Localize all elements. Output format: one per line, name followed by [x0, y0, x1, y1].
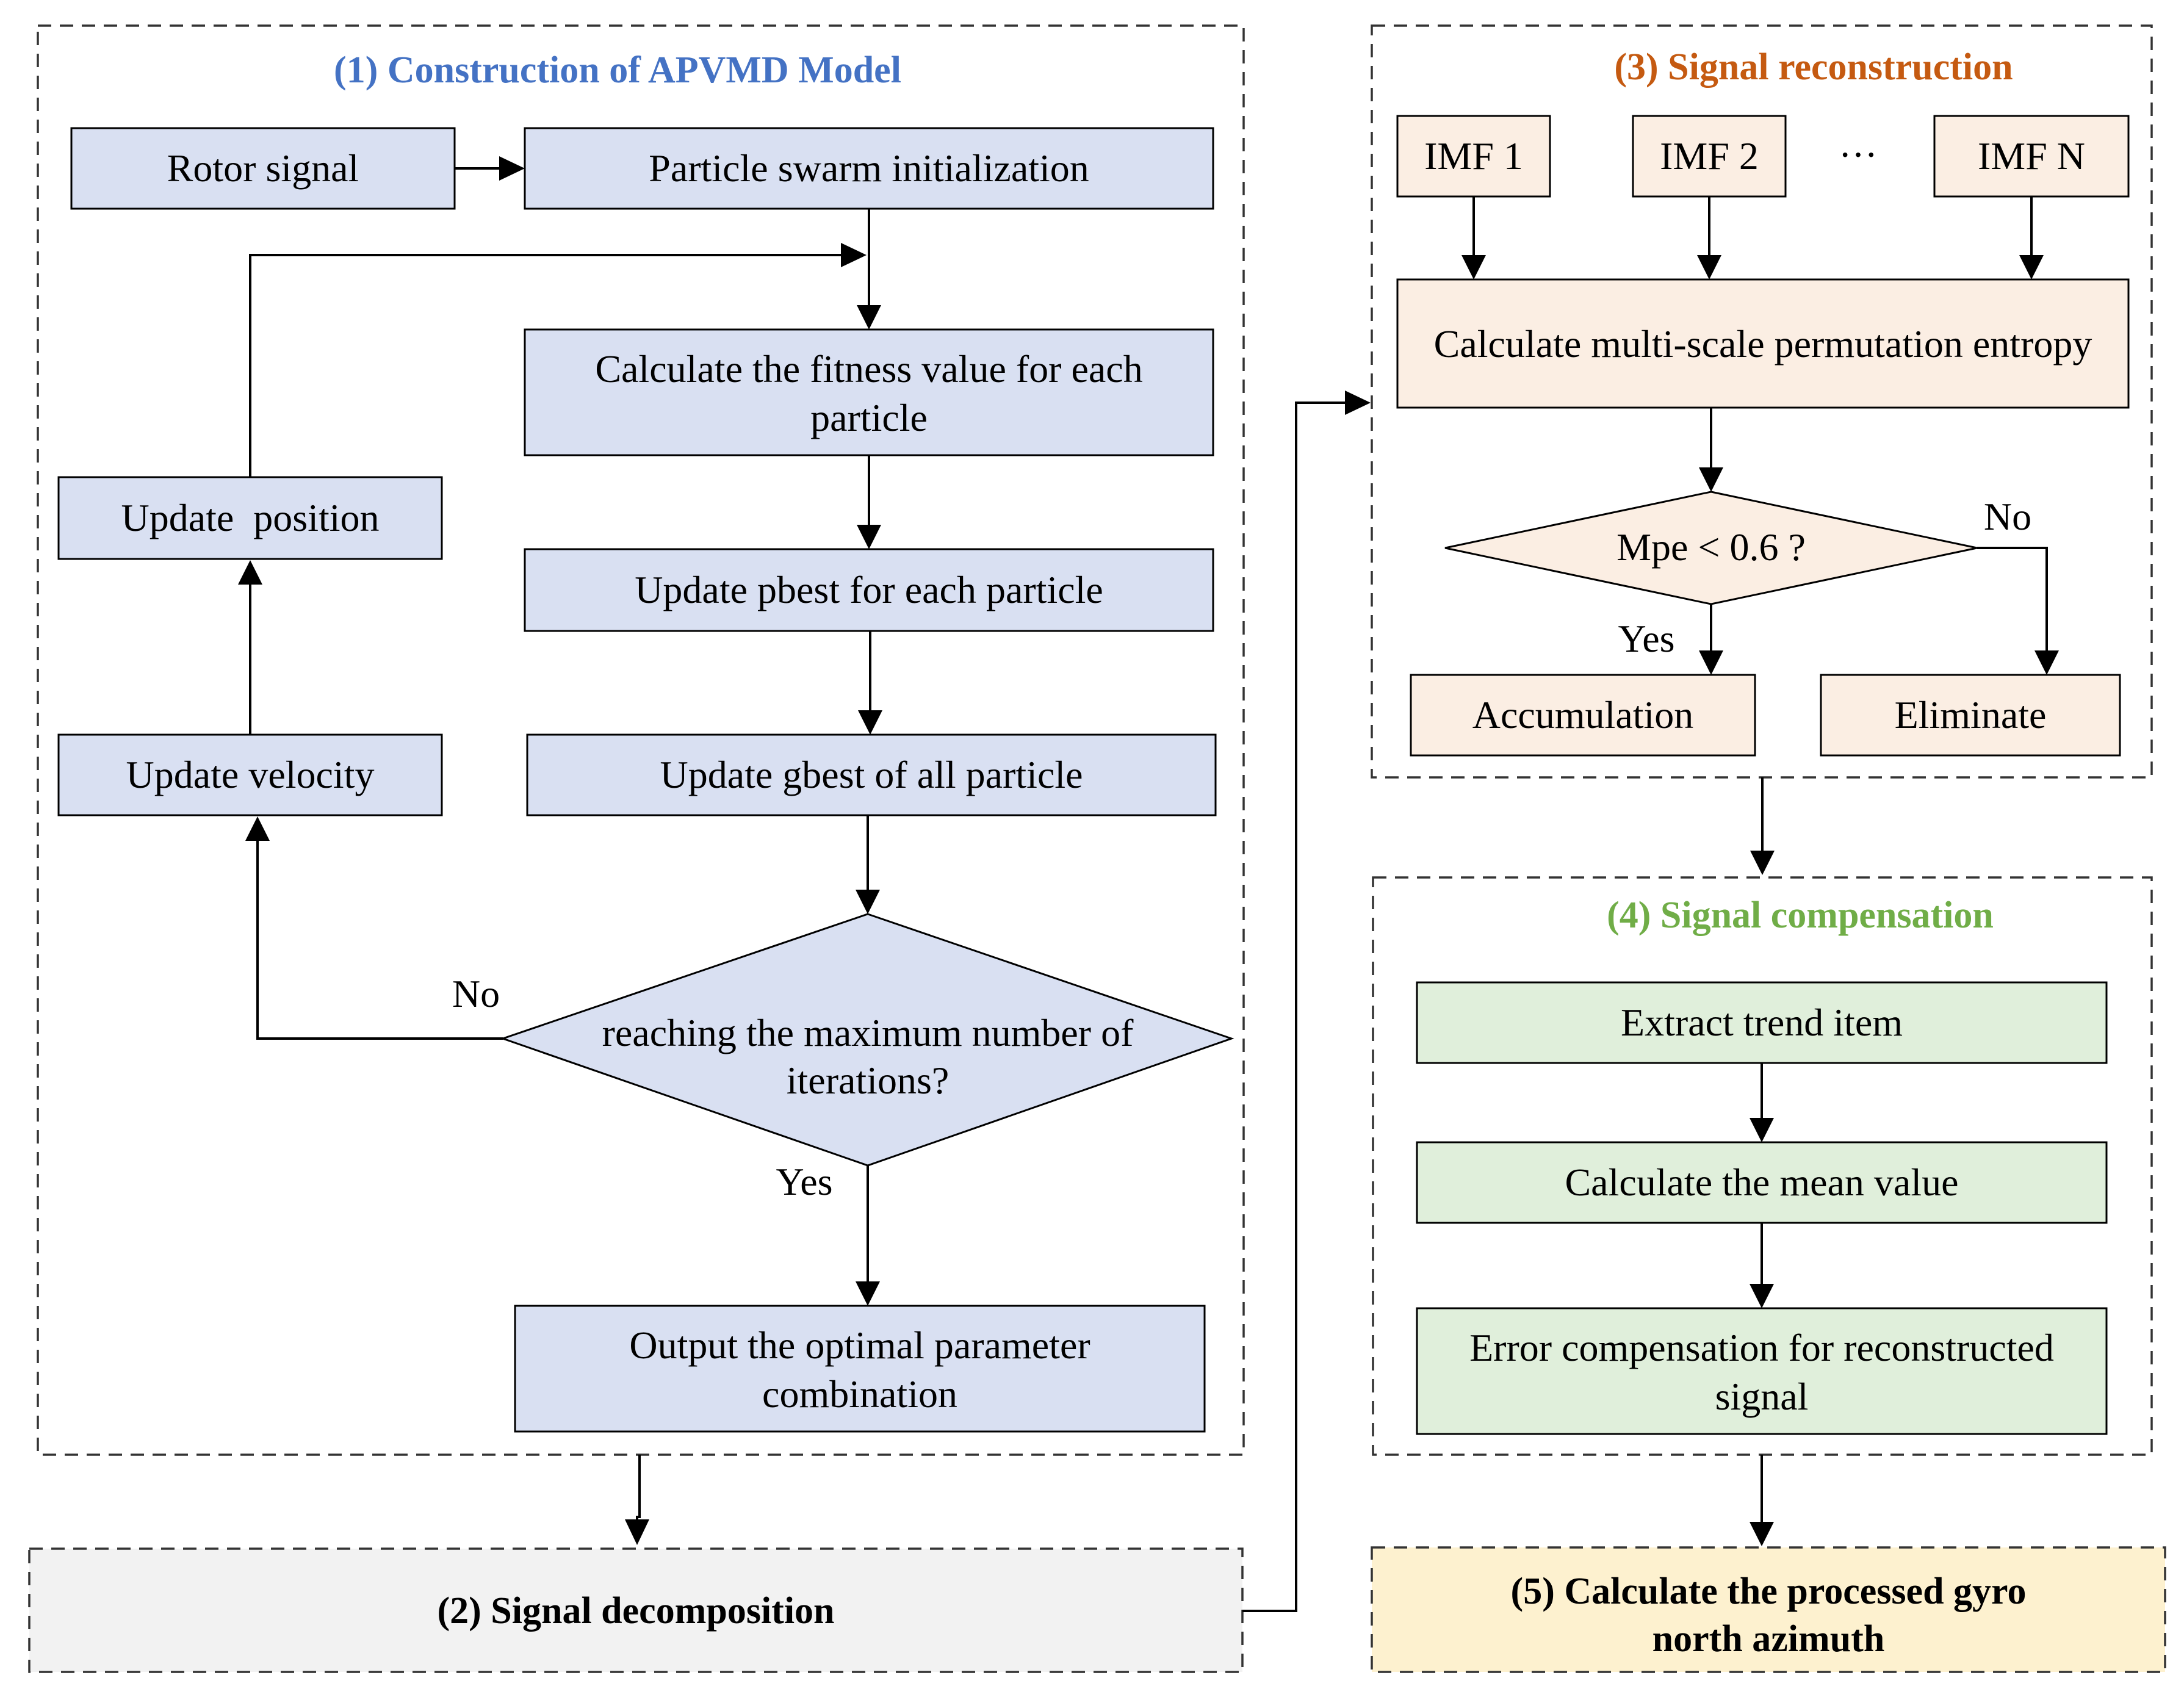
swarm-init-box: Particle swarm initialization: [524, 127, 1214, 210]
section1-yes-label: Yes: [776, 1160, 832, 1203]
imfn-box: IMF N: [1933, 115, 2130, 198]
update-position-box: Update position: [57, 476, 443, 560]
svg-text:combination: combination: [762, 1372, 957, 1416]
section3-no-label: No: [1984, 495, 2031, 538]
svg-text:(2) Signal decomposition: (2) Signal decomposition: [437, 1590, 834, 1632]
svg-text:iterations?: iterations?: [787, 1059, 950, 1102]
svg-text:Extract trend item: Extract trend item: [1621, 1001, 1903, 1044]
imf2-box: IMF 2: [1632, 115, 1787, 198]
section1-title: (1) Construction of APVMD Model: [334, 49, 901, 91]
section3-yes-label: Yes: [1618, 617, 1674, 660]
eliminate-box: Eliminate: [1820, 674, 2121, 757]
svg-text:reaching the maximum number of: reaching the maximum number of: [602, 1011, 1134, 1054]
iteration-decision: reaching the maximum number of iteration…: [500, 913, 1234, 1167]
svg-text:signal: signal: [1715, 1375, 1809, 1418]
svg-text:IMF N: IMF N: [1978, 134, 2085, 178]
section3-title: (3) Signal reconstruction: [1614, 46, 2013, 88]
output-box: Output the optimal parameter combination: [514, 1305, 1206, 1433]
svg-text:Mpe < 0.6 ?: Mpe < 0.6 ?: [1616, 525, 1806, 569]
svg-text:(5) Calculate the processed gy: (5) Calculate the processed gyro: [1511, 1571, 2027, 1612]
section4-title: (4) Signal compensation: [1607, 895, 1994, 936]
svg-text:north azimuth: north azimuth: [1652, 1618, 1885, 1660]
svg-text:Output the optimal parameter: Output the optimal parameter: [629, 1324, 1090, 1367]
section4-arrows: [1750, 1063, 1774, 1546]
mpe-calc-box: Calculate multi-scale permutation entrop…: [1396, 278, 2130, 409]
section1-no-label: No: [452, 972, 500, 1015]
update-gbest-box: Update gbest of all particle: [526, 733, 1217, 816]
section1-arrows: [238, 156, 882, 1545]
svg-text:Error compensation for reconst: Error compensation for reconstructed: [1469, 1326, 2054, 1369]
imf1-box: IMF 1: [1396, 115, 1551, 198]
fitness-box: Calculate the fitness value for each par…: [524, 328, 1214, 456]
svg-text:Particle swarm initialization: Particle swarm initialization: [649, 146, 1089, 190]
svg-text:IMF 2: IMF 2: [1660, 134, 1759, 178]
imf-ellipsis: ···: [1839, 133, 1878, 176]
svg-text:Update velocity: Update velocity: [126, 753, 375, 796]
update-pbest-box: Update pbest for each particle: [524, 548, 1214, 632]
error-compensation-box: Error compensation for reconstructed sig…: [1416, 1307, 2108, 1435]
svg-text:Rotor signal: Rotor signal: [167, 146, 359, 190]
svg-text:Calculate multi-scale permutat: Calculate multi-scale permutation entrop…: [1434, 322, 2092, 366]
svg-text:IMF 1: IMF 1: [1424, 134, 1523, 178]
rotor-signal-box: Rotor signal: [70, 127, 456, 210]
section5-box: (5) Calculate the processed gyro north a…: [1371, 1546, 2166, 1673]
section2-box: (2) Signal decomposition: [28, 1547, 1244, 1673]
svg-text:Update position: Update position: [121, 496, 379, 539]
accumulation-box: Accumulation: [1410, 674, 1756, 757]
svg-text:Update pbest for each particle: Update pbest for each particle: [635, 568, 1103, 611]
svg-text:Calculate the mean value: Calculate the mean value: [1565, 1161, 1958, 1204]
extract-trend-box: Extract trend item: [1416, 981, 2108, 1064]
mean-value-box: Calculate the mean value: [1416, 1141, 2108, 1224]
mpe-decision: Mpe < 0.6 ?: [1444, 491, 1978, 605]
section3-arrows: [1461, 196, 2059, 875]
update-velocity-box: Update velocity: [57, 733, 443, 816]
svg-text:Accumulation: Accumulation: [1472, 693, 1694, 737]
svg-text:Update gbest of all particle: Update gbest of all particle: [660, 753, 1083, 796]
svg-text:Calculate the fitness value fo: Calculate the fitness value for each: [595, 347, 1142, 391]
section2-to-section3-arrow: [1242, 391, 1371, 1612]
svg-text:Eliminate: Eliminate: [1895, 693, 2047, 737]
svg-text:particle: particle: [810, 396, 928, 439]
